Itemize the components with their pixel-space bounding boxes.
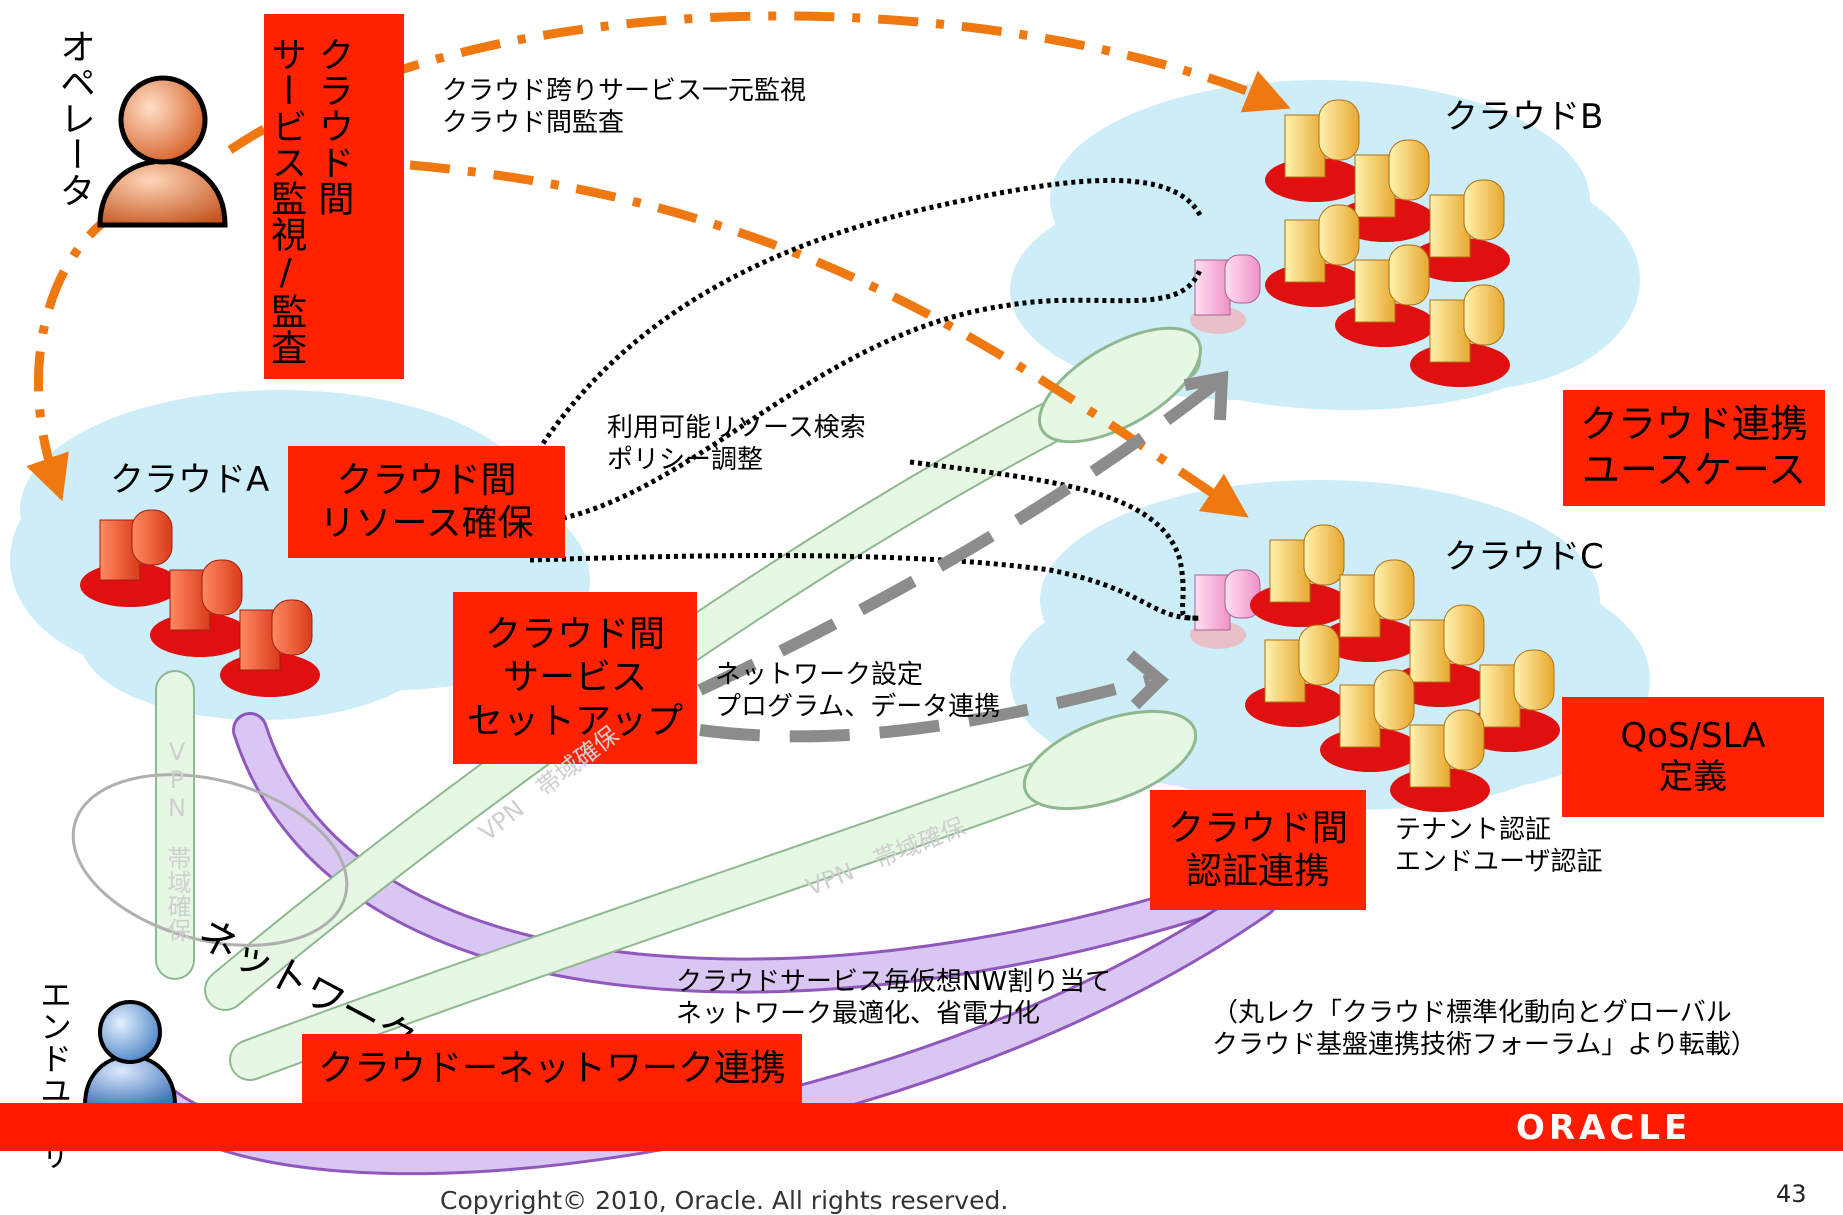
- cloud-monitor-line1: クラウド間: [312, 36, 354, 216]
- network-setup-note-line1: ネットワーク設定: [715, 660, 924, 690]
- setup-box-line3: セットアップ: [466, 700, 683, 742]
- vpn-watermark-vertical: VPN 帯域確保: [163, 738, 191, 942]
- source-note: （丸レク「クラウド標準化動向とグローバル クラウド基盤連携技術フォーラム」より転…: [1212, 998, 1757, 1061]
- setup-box-line1: クラウド間: [484, 614, 665, 656]
- auth-box: クラウド間 認証連携: [1150, 790, 1366, 910]
- oracle-logo: ORACLE: [1516, 1108, 1692, 1148]
- gray-arrowheads: [1126, 370, 1229, 710]
- monitor-note: クラウド跨りサービス一元監視 クラウド間監査: [442, 76, 806, 139]
- usecase-box-line2: ユースケース: [1581, 448, 1807, 492]
- cloud-b-label: クラウドB: [1444, 97, 1604, 137]
- usecase-box-line1: クラウド連携: [1579, 402, 1808, 447]
- black-dotted-arrows: [509, 177, 1203, 621]
- nw-alloc-note: クラウドサービス毎仮想NW割り当て ネットワーク最適化、省電力化: [676, 967, 1111, 1030]
- auth-note-line1: テナント認証: [1395, 815, 1552, 845]
- resource-note-line2: ポリシー調整: [607, 444, 764, 475]
- setup-box-line2: サービス: [502, 657, 647, 699]
- cloud-a-servers: [80, 509, 320, 697]
- network-setup-note-line2: プログラム、データ連携: [715, 691, 1001, 722]
- qos-box-line1: QoS/SLA: [1620, 716, 1766, 757]
- qos-box: QoS/SLA 定義: [1562, 697, 1824, 817]
- cloud-a-label: クラウドA: [110, 460, 270, 500]
- page-number: 43: [1776, 1180, 1807, 1208]
- enduser-icon: [82, 1000, 178, 1107]
- source-note-line2: クラウド基盤連携技術フォーラム」より転載）: [1212, 1029, 1757, 1060]
- usecase-box: クラウド連携 ユースケース: [1563, 390, 1825, 506]
- cloud-monitor-line2: サービス監視/監査: [265, 36, 307, 365]
- qos-box-line2: 定義: [1659, 757, 1727, 797]
- resource-box-line1: クラウド間: [336, 459, 517, 501]
- auth-box-line2: 認証連携: [1185, 851, 1330, 892]
- network-setup-note: ネットワーク設定 プログラム、データ連携: [715, 660, 1000, 723]
- vpn-tubes: [71, 326, 1202, 1081]
- operator-label: オペレータ: [53, 28, 95, 208]
- resource-box: クラウド間 リソース確保: [288, 446, 565, 558]
- cloud-b-servers: [1190, 99, 1510, 387]
- auth-box-line1: クラウド間: [1167, 807, 1348, 849]
- source-note-line1: （丸レク「クラウド標準化動向とグローバル: [1212, 998, 1732, 1028]
- auth-note-line2: エンドユーザ認証: [1395, 846, 1603, 877]
- footer-bar: [0, 1103, 1843, 1151]
- cloud-c-label: クラウドC: [1444, 537, 1604, 577]
- cloud-c-servers: [1190, 524, 1560, 812]
- resource-box-line2: リソース確保: [319, 503, 534, 544]
- resource-note: 利用可能リソース検索 ポリシー調整: [607, 413, 866, 476]
- monitor-note-line1: クラウド跨りサービス一元監視: [442, 76, 807, 106]
- network-link-box: クラウドーネットワーク連携: [302, 1034, 802, 1104]
- gray-setup-arrows: [697, 375, 1224, 743]
- setup-box: クラウド間 サービス セットアップ: [453, 592, 697, 764]
- monitor-note-line2: クラウド間監査: [442, 107, 625, 138]
- operator-icon: [97, 75, 228, 228]
- resource-note-line1: 利用可能リソース検索: [607, 413, 866, 443]
- cloud-monitor-box: クラウド間 サービス監視/監査: [264, 14, 404, 379]
- auth-note: テナント認証 エンドユーザ認証: [1395, 815, 1602, 878]
- copyright-text: Copyright© 2010, Oracle. All rights rese…: [440, 1186, 1009, 1215]
- nw-alloc-note-line1: クラウドサービス毎仮想NW割り当て: [676, 967, 1112, 997]
- nw-alloc-note-line2: ネットワーク最適化、省電力化: [676, 998, 1041, 1029]
